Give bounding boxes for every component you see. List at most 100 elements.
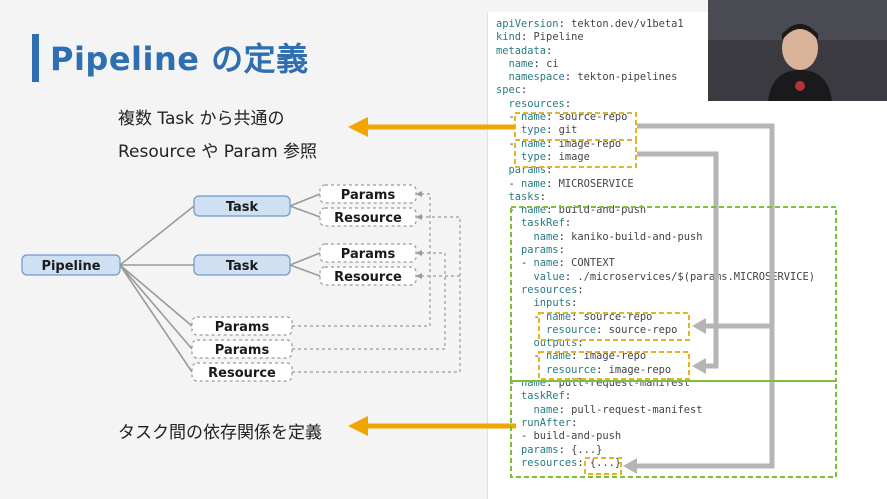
yaml-text: tekton.dev/v1beta1 xyxy=(571,18,684,30)
yaml-key: params xyxy=(521,244,559,257)
yaml-line: name: kaniko-build-and-push xyxy=(496,231,815,244)
yaml-line: - name: source-repo xyxy=(496,111,815,124)
task-resource-label: Resource xyxy=(334,270,402,285)
note-shared-refs-line2: Resource や Param 参照 xyxy=(118,142,318,162)
yaml-text: : xyxy=(558,403,572,416)
yaml-text xyxy=(496,284,521,296)
yaml-line: - name: image-repo xyxy=(496,350,815,363)
tree-connectors xyxy=(119,193,321,373)
slide-title: Pipeline の定義 xyxy=(50,40,309,78)
yaml-text xyxy=(496,337,534,349)
yaml-text: : xyxy=(546,377,559,390)
yaml-line: - name: CONTEXT xyxy=(496,257,815,270)
yaml-text xyxy=(496,404,534,416)
yaml-line: resources: xyxy=(496,98,815,111)
yaml-key: value xyxy=(533,270,565,283)
pipeline-params-box xyxy=(191,316,293,336)
task-node xyxy=(193,195,291,217)
yaml-text xyxy=(496,191,509,203)
reference-arrowheads xyxy=(416,191,422,279)
yaml-line: outputs: xyxy=(496,337,815,350)
yaml-text: : xyxy=(558,244,565,257)
note-shared-refs-line1: 複数 Task から共通の xyxy=(118,109,285,129)
yaml-line: tasks: xyxy=(496,191,815,204)
task-resource-box xyxy=(319,266,417,286)
yaml-text: {...} xyxy=(589,456,622,469)
yaml-text xyxy=(496,364,546,376)
yaml-key: outputs xyxy=(533,337,578,350)
yaml-text: : xyxy=(577,283,584,296)
yaml-key: resource xyxy=(546,363,597,376)
yaml-text: image-repo xyxy=(583,350,647,363)
yaml-text: : xyxy=(546,204,559,217)
yaml-text: ci xyxy=(546,57,559,70)
pipeline-node-label: Pipeline xyxy=(41,259,100,274)
yaml-text: - xyxy=(496,177,522,190)
yaml-text: : xyxy=(521,31,534,44)
yaml-text: - xyxy=(496,111,522,124)
yaml-text: CONTEXT xyxy=(571,257,615,270)
yaml-text: : xyxy=(571,310,584,323)
yaml-text: - xyxy=(496,257,534,270)
yaml-text: : xyxy=(571,297,578,310)
yaml-text: Pipeline xyxy=(533,31,584,44)
yaml-key: inputs xyxy=(533,297,572,310)
yaml-text: : xyxy=(546,137,559,150)
yaml-key: params xyxy=(521,443,559,456)
yaml-text: {...} xyxy=(571,443,603,456)
presenter-webcam xyxy=(708,0,887,101)
yaml-key: tasks xyxy=(508,190,540,203)
yaml-text: : xyxy=(564,217,572,230)
yaml-text: : xyxy=(521,84,528,97)
yaml-text: - xyxy=(496,430,534,443)
yaml-line: - name: MICROSERVICE xyxy=(496,178,815,191)
yaml-line: apiVersion: tekton.dev/v1beta1 xyxy=(496,18,815,31)
yaml-key: name xyxy=(521,177,547,190)
yaml-text xyxy=(496,271,534,283)
yaml-key: metadata xyxy=(496,44,547,57)
yaml-text xyxy=(496,124,521,136)
yaml-text: : xyxy=(558,257,572,270)
yaml-text xyxy=(496,390,521,402)
yaml-line: params: {...} xyxy=(496,444,815,457)
yaml-line: resources: xyxy=(496,284,815,297)
yaml-text xyxy=(496,98,509,110)
yaml-line: spec: xyxy=(496,84,815,97)
yaml-text: : xyxy=(546,164,553,177)
yaml-line: type: git xyxy=(496,124,815,137)
yaml-text: image-repo xyxy=(558,137,622,150)
title-accent-bar xyxy=(32,34,39,82)
yaml-text: - xyxy=(496,377,522,390)
task-node-label: Task xyxy=(226,259,259,274)
yaml-key: name xyxy=(521,377,547,390)
yaml-text: : xyxy=(577,456,590,469)
yaml-text: : xyxy=(571,416,578,429)
yaml-line: runAfter: xyxy=(496,417,815,430)
yaml-text: : xyxy=(546,177,559,190)
yaml-line: value: ./microservices/$(params.MICROSER… xyxy=(496,270,816,284)
task-params-label: Params xyxy=(341,247,396,262)
yaml-key: kind xyxy=(496,31,522,44)
pipeline-params-label: Params xyxy=(215,343,270,358)
yaml-text xyxy=(496,324,546,336)
pipeline-resource-box xyxy=(191,362,293,382)
yaml-key: name xyxy=(521,204,547,217)
yaml-text xyxy=(496,244,521,256)
yaml-line: resources: {...} xyxy=(496,457,815,470)
yaml-key: spec xyxy=(496,84,522,97)
yaml-key: name xyxy=(533,403,559,416)
yaml-line: params: xyxy=(496,244,815,257)
task-params-box xyxy=(319,243,417,263)
yaml-line: - name: source-repo xyxy=(496,311,815,324)
yaml-key: name xyxy=(546,310,572,323)
yaml-text xyxy=(496,444,521,456)
yaml-text: : xyxy=(546,150,559,163)
pipeline-node xyxy=(21,254,121,276)
task-resource-label: Resource xyxy=(334,211,402,226)
yaml-line: resource: image-repo xyxy=(496,364,815,377)
yaml-text: - xyxy=(496,350,547,363)
yaml-key: name xyxy=(533,257,559,270)
yaml-key: apiVersion xyxy=(496,18,559,30)
yaml-text: : xyxy=(564,71,578,84)
